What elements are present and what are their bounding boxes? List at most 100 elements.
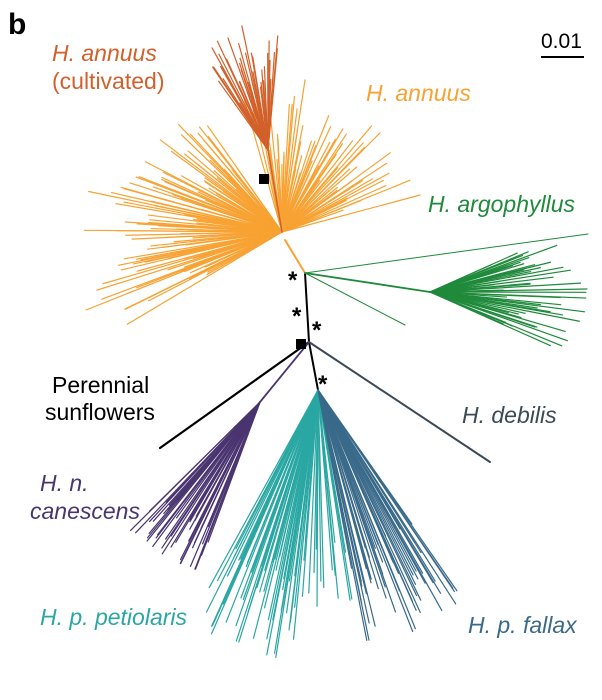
annuus-branch: [144, 161, 283, 233]
annuus-branch: [281, 140, 354, 233]
tree-branches: [83, 25, 589, 658]
annuus-branch: [207, 136, 283, 233]
debilis-branch: [308, 341, 491, 463]
annuus-branch: [277, 138, 283, 233]
argophyllus-branch: [429, 291, 566, 333]
support-marker-4: *: [318, 371, 328, 398]
backbone-branch: [304, 272, 310, 343]
petiolaris-branch: [304, 389, 319, 541]
perennial-branch: [158, 340, 311, 450]
annuus-branch: [281, 166, 358, 233]
label-argophyllus: H. argophyllus: [428, 191, 576, 217]
petiolaris-branch: [313, 389, 319, 574]
annuus-branch: [281, 155, 303, 233]
fallax-branch: [317, 389, 386, 588]
fallax-branch: [317, 389, 353, 569]
fallax-branch: [317, 389, 414, 576]
scale-bar: [541, 56, 584, 58]
petiolaris-branch: [238, 389, 319, 561]
support-marker-2: *: [292, 303, 302, 330]
label-fallax: H. p. fallax: [468, 612, 577, 638]
annuus-branch: [281, 146, 365, 233]
argophyllus-branch: [304, 272, 406, 326]
annuus-branch: [170, 150, 283, 233]
node-square-marker: [296, 339, 306, 349]
canescens-branch: [170, 401, 261, 548]
petiolaris-branch: [317, 389, 333, 571]
fallax-branch: [317, 389, 422, 554]
annuus-branch: [281, 194, 421, 233]
petiolaris-branch: [240, 389, 319, 599]
cultivated-branch: [218, 53, 269, 151]
fallax-branch: [317, 389, 422, 601]
petiolaris-branch: [317, 389, 351, 601]
annuus-branch: [197, 132, 283, 233]
argophyllus-branch: [429, 282, 582, 293]
annuus-branch: [281, 142, 364, 233]
annuus-branch: [124, 231, 283, 310]
annuus-branch: [281, 128, 344, 233]
support-marker-3: *: [312, 317, 322, 344]
annuus-branch: [207, 125, 283, 233]
label-annuus-cultivated-name: H. annuus: [52, 40, 157, 66]
petiolaris-branch: [235, 389, 319, 642]
petiolaris-branch: [233, 389, 319, 558]
petiolaris-branch: [216, 389, 319, 582]
argophyllus-branch: [429, 266, 564, 293]
annuus-branch: [126, 231, 283, 325]
label-canescens-1: H. n.: [40, 470, 89, 496]
cultivated-stem: [267, 149, 283, 233]
support-marker-1: *: [288, 267, 298, 294]
annuus-branch: [281, 209, 344, 233]
label-petiolaris: H. p. petiolaris: [40, 604, 188, 630]
annuus-branch: [281, 95, 296, 233]
canescens-branch: [129, 401, 261, 532]
argophyllus-branch: [304, 233, 589, 274]
fallax-branch: [317, 389, 455, 593]
canescens-branch: [179, 401, 261, 561]
annuus-branch: [149, 219, 283, 233]
scale-label: 0.01: [541, 30, 582, 53]
argophyllus-branch: [429, 263, 525, 293]
petiolaris-branch: [308, 389, 319, 594]
canescens-branch: [135, 401, 261, 534]
fallax-branch: [317, 389, 414, 633]
annuus-branch: [125, 231, 283, 236]
cultivated-branch: [238, 43, 269, 151]
annuus-branch: [281, 79, 306, 233]
fallax-branch: [317, 389, 394, 563]
label-canescens-2: canescens: [30, 498, 140, 524]
tree-node-markers: [259, 174, 306, 349]
canescens-stem: [259, 341, 310, 403]
petiolaris-stem: [308, 341, 319, 391]
petiolaris-branch: [263, 389, 319, 592]
node-square-marker: [259, 174, 269, 184]
cultivated-branch: [252, 56, 269, 151]
label-debilis: H. debilis: [462, 402, 557, 428]
fallax-branch: [317, 389, 379, 590]
annuus-branch: [85, 231, 283, 311]
label-perennial-2: sunflowers: [45, 399, 155, 425]
annuus-branch: [281, 185, 387, 233]
petiolaris-branch: [317, 389, 322, 582]
argophyllus-stem: [304, 272, 431, 293]
panel-letter: b: [8, 8, 27, 41]
argophyllus-branch: [429, 291, 580, 322]
canescens-branch: [189, 401, 261, 567]
argophyllus-branch: [429, 291, 568, 342]
label-perennial-1: Perennial: [52, 372, 150, 398]
fallax-branch: [317, 389, 372, 584]
annuus-stem: [284, 239, 306, 274]
annuus-branch: [138, 176, 283, 233]
petiolaris-branch: [208, 389, 319, 589]
petiolaris-branch: [245, 389, 319, 568]
label-annuus-cultivated-note: (cultivated): [52, 68, 165, 94]
annuus-branch: [281, 180, 353, 233]
label-annuus: H. annuus: [366, 80, 471, 106]
canescens-branch: [157, 401, 261, 536]
petiolaris-branch: [285, 389, 319, 614]
petiolaris-branch: [294, 389, 319, 608]
annuus-branch: [150, 200, 283, 233]
